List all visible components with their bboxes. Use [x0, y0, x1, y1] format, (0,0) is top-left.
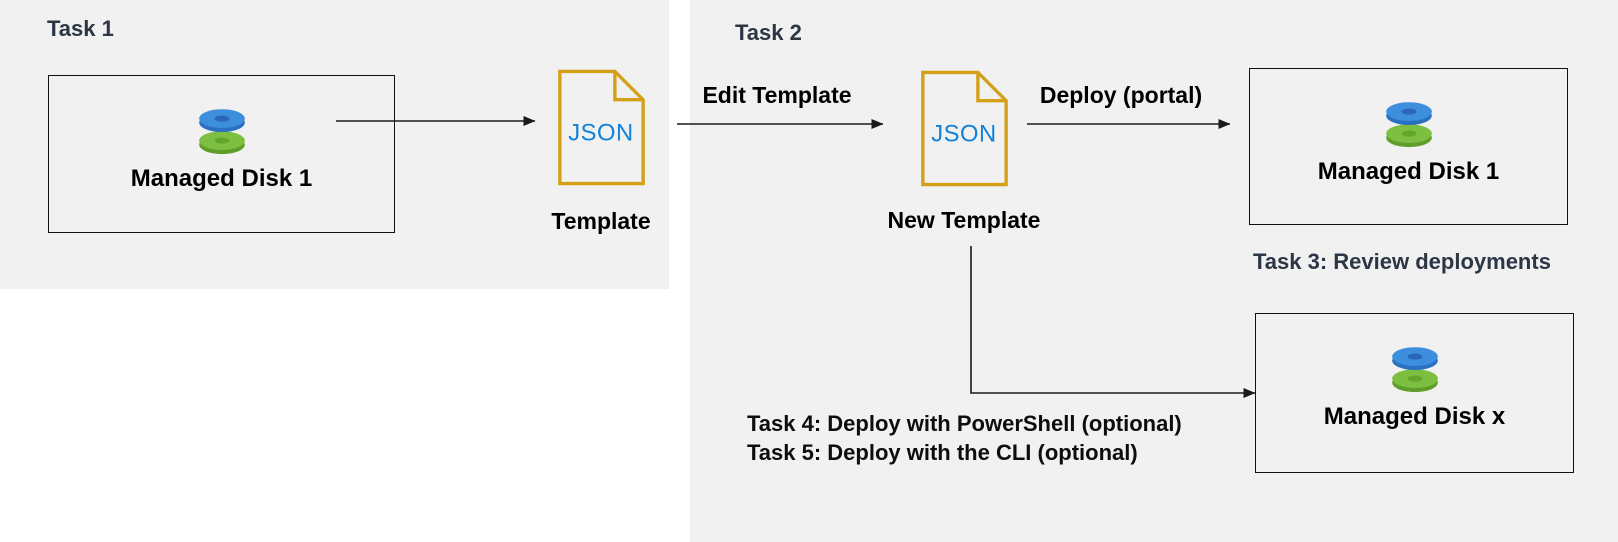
- task2-heading: Task 2: [735, 20, 802, 45]
- managed-disk-x-box: Managed Disk x: [1255, 313, 1574, 473]
- template-caption: Template: [551, 208, 651, 234]
- task4-heading: Task 4: Deploy with PowerShell (optional…: [747, 411, 1182, 436]
- json-doc-outline: [558, 69, 645, 186]
- deploy-portal-label: Deploy (portal): [1039, 82, 1203, 108]
- json-file-text: JSON: [931, 120, 996, 147]
- managed-disk-1-portal-label: Managed Disk 1: [1317, 158, 1500, 185]
- task3-heading: Task 3: Review deployments: [1253, 249, 1551, 274]
- task1-heading: Task 1: [47, 16, 114, 41]
- template-file-node: JSON: [557, 69, 646, 191]
- managed-disk-1-portal-box: Managed Disk 1: [1249, 68, 1568, 225]
- new-template-file-node: JSON: [920, 70, 1009, 192]
- managed-disk-1-source-box: Managed Disk 1: [48, 75, 395, 233]
- json-file-icon: JSON: [921, 70, 1008, 187]
- new-template-caption: New Template: [887, 207, 1041, 233]
- json-doc-fold: [976, 72, 1007, 103]
- json-file-icon: JSON: [558, 69, 645, 186]
- task5-heading: Task 5: Deploy with the CLI (optional): [747, 440, 1138, 465]
- managed-disk-1-source-label: Managed Disk 1: [130, 165, 313, 192]
- managed-disk-x-label: Managed Disk x: [1323, 403, 1506, 430]
- edit-template-label: Edit Template: [702, 82, 852, 108]
- managed-disk-icon: [1391, 347, 1438, 393]
- managed-disk-icon: [1385, 102, 1432, 148]
- task1-panel-bg: [0, 0, 669, 289]
- managed-disk-icon: [198, 109, 245, 155]
- json-file-text: JSON: [568, 119, 633, 146]
- json-doc-fold: [613, 71, 644, 102]
- task45-heading-block: Task 4: Deploy with PowerShell (optional…: [747, 409, 1182, 467]
- json-doc-outline: [921, 70, 1008, 187]
